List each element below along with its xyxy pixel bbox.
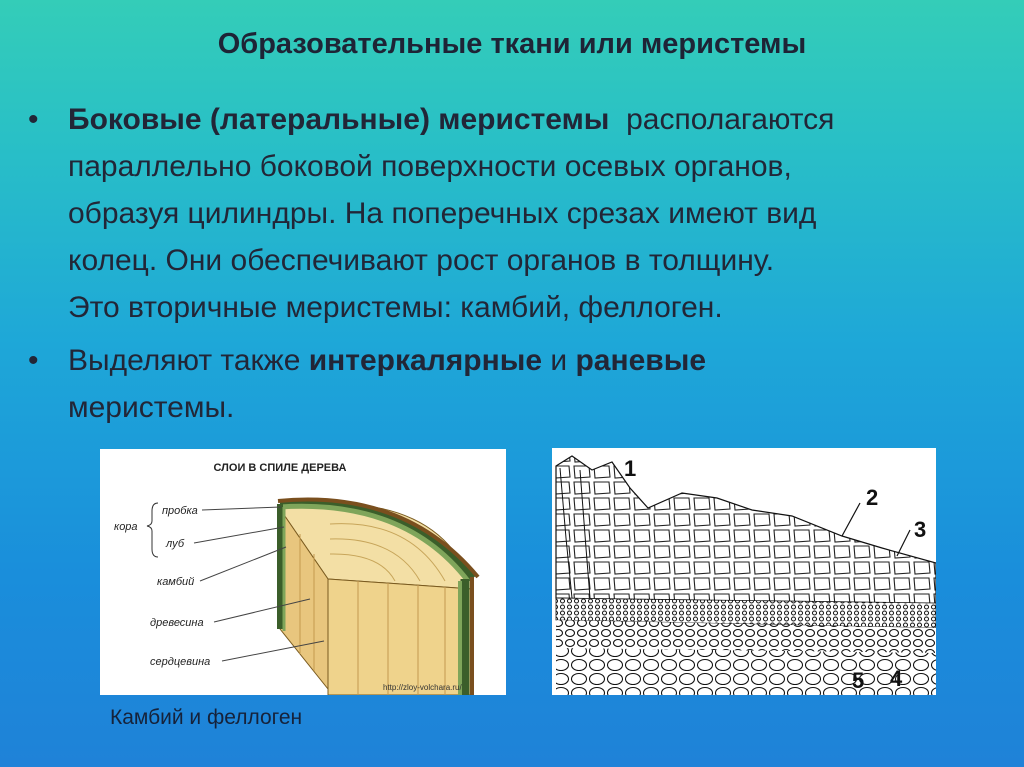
label-cork: пробка (162, 505, 198, 517)
bullet-text-line: образуя цилиндры. На поперечных срезах и… (68, 197, 817, 230)
bullet-text-line: Это вторичные меристемы: камбий, феллоге… (68, 291, 723, 324)
figure-caption: Камбий и феллоген (110, 706, 303, 729)
bullet-bold-wound: раневые (575, 344, 707, 377)
tree-layers-illustration: СЛОИ В СПИЛЕ ДЕРЕВА кора пробка луб камб… (114, 462, 480, 696)
bullet-text-line: параллельно боковой поверхности осевых о… (68, 150, 792, 183)
figure-number-5: 5 (852, 668, 864, 693)
bullet-dot: • (28, 344, 39, 377)
label-phloem: луб (165, 538, 185, 550)
label-pith: сердцевина (150, 656, 210, 668)
bullet-other-meristems: • Выделяют также интеркалярные и раневые… (28, 337, 1008, 431)
bullet-text-line: колец. Они обеспечивают рост органов в т… (68, 244, 775, 277)
label-wood: древесина (150, 617, 204, 629)
bullet-bold-lead: Боковые (латеральные) меристемы (68, 103, 610, 136)
slide-title: Образовательные ткани или меристемы (217, 28, 807, 60)
label-cambium: камбий (157, 576, 194, 588)
tree-layers-figure: СЛОИ В СПИЛЕ ДЕРЕВА кора пробка луб камб… (100, 449, 506, 696)
figure-number-4: 4 (890, 666, 903, 691)
bullet-text: и (542, 344, 576, 377)
bullet-text-line: располагаются (626, 103, 835, 136)
watermark: http://zloy-volchara.ru/ (383, 683, 462, 692)
bullet-dot: • (28, 103, 39, 136)
figure-heading: СЛОИ В СПИЛЕ ДЕРЕВА (214, 462, 347, 474)
label-bark: кора (114, 521, 138, 533)
bullet-text: Выделяют также (68, 344, 309, 377)
bullet-list: • Боковые (латеральные) меристемы распол… (28, 96, 1008, 431)
cambium-phellogen-figure: 1 2 3 4 5 (552, 448, 937, 695)
figure-number-3: 3 (914, 517, 926, 542)
bullet-bold-intercalary: интеркалярные (308, 344, 543, 377)
cell-drawing-illustration: 1 2 3 4 5 (555, 455, 937, 695)
bullet-lateral-meristems: • Боковые (латеральные) меристемы распол… (28, 96, 1008, 331)
figure-number-1: 1 (624, 456, 636, 481)
figure-number-2: 2 (866, 485, 878, 510)
bullet-text-line: меристемы. (68, 391, 235, 424)
